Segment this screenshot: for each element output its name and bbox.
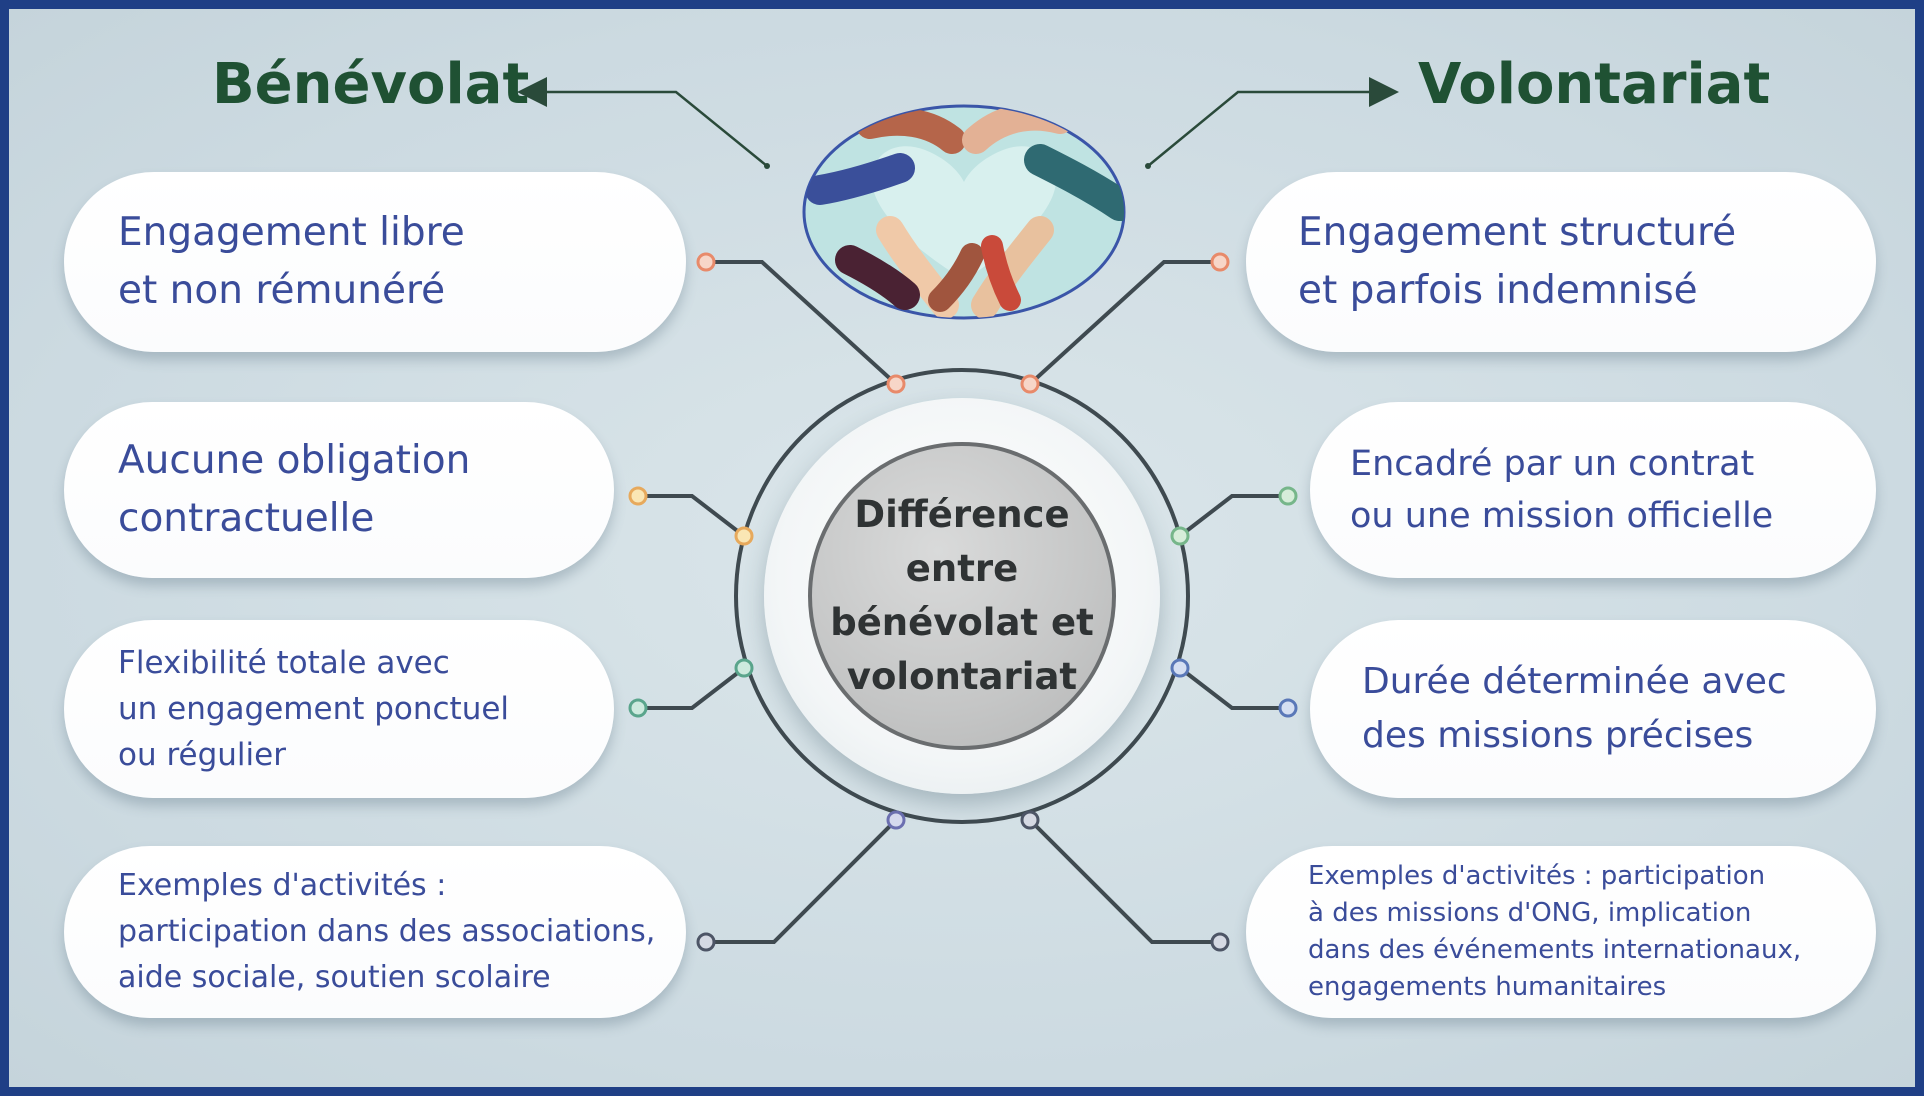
connector-right-2-dot-outer (1278, 486, 1298, 506)
connector-right-3-dot-outer (1278, 698, 1298, 718)
connector-left-1-dot-ring (886, 374, 906, 394)
connector-left-3-dot-outer (628, 698, 648, 718)
right-item-4: Exemples d'activités : participation à d… (1246, 846, 1876, 1018)
connector-right-2 (1178, 494, 1288, 538)
connector-right-4 (1028, 818, 1220, 944)
arrow-to-volontariat (1145, 77, 1399, 169)
left-item-4: Exemples d'activités : participation dan… (64, 846, 686, 1018)
center-label: Différence entre bénévolat et volontaria… (830, 493, 1094, 698)
left-item-4-text: Exemples d'activités : participation dan… (118, 868, 656, 995)
left-item-1-text: Engagement libre et non rémunéré (118, 210, 465, 313)
right-item-3-text: Durée déterminée avec des missions préci… (1362, 661, 1787, 756)
outer-ring (734, 368, 1190, 824)
connector-left-4-dot-ring (886, 810, 906, 830)
left-item-3: Flexibilité totale avec un engagement po… (64, 620, 614, 798)
connector-right-1 (1028, 260, 1220, 386)
connector-right-3-dot-ring (1170, 658, 1190, 678)
right-item-1: Engagement structuré et parfois indemnis… (1246, 172, 1876, 352)
right-item-1-text: Engagement structuré et parfois indemnis… (1298, 210, 1737, 313)
arrow-to-benevolat (517, 77, 770, 169)
left-item-3-text: Flexibilité totale avec un engagement po… (118, 645, 510, 773)
connector-right-1-dot-outer (1210, 252, 1230, 272)
title-volontariat: Volontariat (1418, 52, 1771, 117)
connector-left-1-dot-outer (696, 252, 716, 272)
center-node: Différence entre bénévolat et volontaria… (808, 442, 1116, 750)
connector-right-4-dot-outer (1210, 932, 1230, 952)
connector-right-4-dot-ring (1020, 810, 1040, 830)
connector-left-4-dot-outer (696, 932, 716, 952)
hands-heart-icon (802, 104, 1126, 320)
connector-right-1-dot-ring (1020, 374, 1040, 394)
title-benevolat: Bénévolat (212, 52, 530, 117)
right-item-3: Durée déterminée avec des missions préci… (1310, 620, 1876, 798)
connector-left-1 (706, 260, 898, 386)
left-item-1: Engagement libre et non rémunéré (64, 172, 686, 352)
connector-right-2-dot-ring (1170, 526, 1190, 546)
connector-left-2 (638, 494, 746, 538)
left-item-2-text: Aucune obligation contractuelle (118, 438, 471, 541)
right-item-2-text: Encadré par un contrat ou une mission of… (1350, 444, 1774, 536)
right-item-4-text: Exemples d'activités : participation à d… (1308, 861, 1802, 1002)
right-item-2: Encadré par un contrat ou une mission of… (1310, 402, 1876, 578)
connector-right-3 (1178, 666, 1288, 710)
connector-left-2-dot-outer (628, 486, 648, 506)
connector-left-4 (706, 818, 898, 944)
connector-left-2-dot-ring (734, 526, 754, 546)
connector-left-3-dot-ring (734, 658, 754, 678)
connector-left-3 (638, 666, 746, 710)
left-item-2: Aucune obligation contractuelle (64, 402, 614, 578)
